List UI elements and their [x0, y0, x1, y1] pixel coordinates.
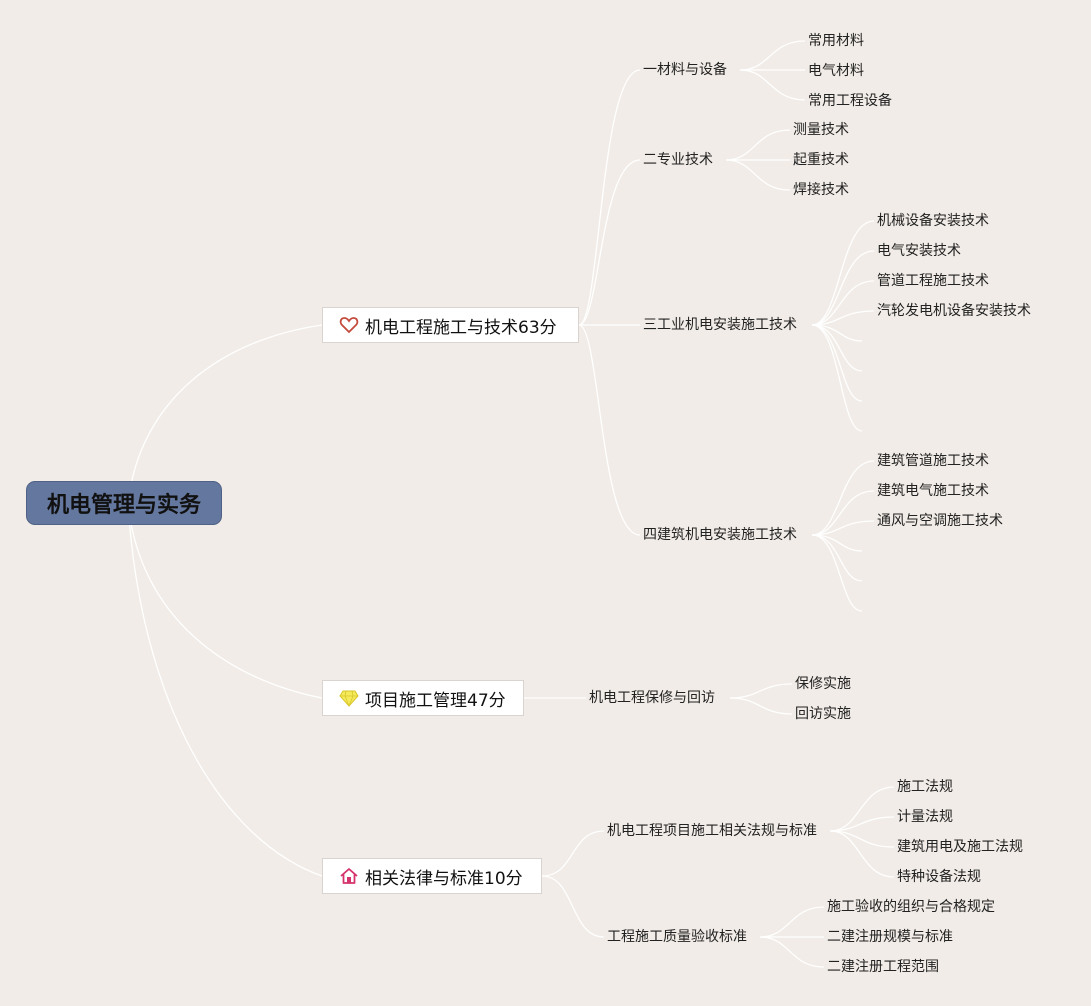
leaf-node[interactable]: 施工验收的组织与合格规定	[827, 899, 995, 915]
leaf-node[interactable]: 建筑管道施工技术	[877, 453, 989, 469]
leaf-node[interactable]: 施工法规	[897, 779, 953, 795]
diamond-icon	[339, 688, 359, 708]
branch-label: 项目施工管理47分	[365, 690, 506, 711]
leaf-node[interactable]: 电气材料	[808, 63, 864, 79]
topic-node[interactable]: 工程施工质量验收标准	[607, 929, 747, 945]
branch-node-project-management[interactable]: 项目施工管理47分	[322, 680, 524, 716]
leaf-node[interactable]: 焊接技术	[793, 182, 849, 198]
leaf-node[interactable]: 管道工程施工技术	[877, 273, 989, 289]
leaf-node[interactable]: 建筑电气施工技术	[877, 483, 989, 499]
topic-node[interactable]: 二专业技术	[643, 152, 713, 168]
topic-node[interactable]: 机电工程项目施工相关法规与标准	[607, 823, 817, 839]
topic-node[interactable]: 三工业机电安装施工技术	[643, 317, 797, 333]
leaf-node[interactable]: 特种设备法规	[897, 869, 981, 885]
leaf-node[interactable]: 机械设备安装技术	[877, 213, 989, 229]
leaf-node[interactable]: 常用材料	[808, 33, 864, 49]
leaf-node[interactable]: 二建注册工程范围	[827, 959, 939, 975]
branch-node-construction-technology[interactable]: 机电工程施工与技术63分	[322, 307, 579, 343]
topic-node[interactable]: 机电工程保修与回访	[589, 690, 715, 706]
branch-node-laws-standards[interactable]: 相关法律与标准10分	[322, 858, 542, 894]
topic-node[interactable]: 一材料与设备	[643, 62, 727, 78]
root-node[interactable]: 机电管理与实务	[26, 481, 222, 525]
leaf-node[interactable]: 汽轮发电机设备安装技术	[877, 303, 1031, 319]
branch-label: 机电工程施工与技术63分	[365, 317, 557, 338]
home-icon	[339, 866, 359, 886]
topic-node[interactable]: 四建筑机电安装施工技术	[643, 527, 797, 543]
leaf-node[interactable]: 测量技术	[793, 122, 849, 138]
leaf-node[interactable]: 电气安装技术	[877, 243, 961, 259]
leaf-node[interactable]: 建筑用电及施工法规	[897, 839, 1023, 855]
leaf-node[interactable]: 二建注册规模与标准	[827, 929, 953, 945]
leaf-node[interactable]: 通风与空调施工技术	[877, 513, 1003, 529]
leaf-node[interactable]: 回访实施	[795, 706, 851, 722]
leaf-node[interactable]: 保修实施	[795, 676, 851, 692]
branch-label: 相关法律与标准10分	[365, 868, 523, 889]
leaf-node[interactable]: 计量法规	[897, 809, 953, 825]
leaf-node[interactable]: 常用工程设备	[808, 93, 892, 109]
heart-icon	[339, 315, 359, 335]
root-label: 机电管理与实务	[46, 493, 201, 518]
leaf-node[interactable]: 起重技术	[793, 152, 849, 168]
